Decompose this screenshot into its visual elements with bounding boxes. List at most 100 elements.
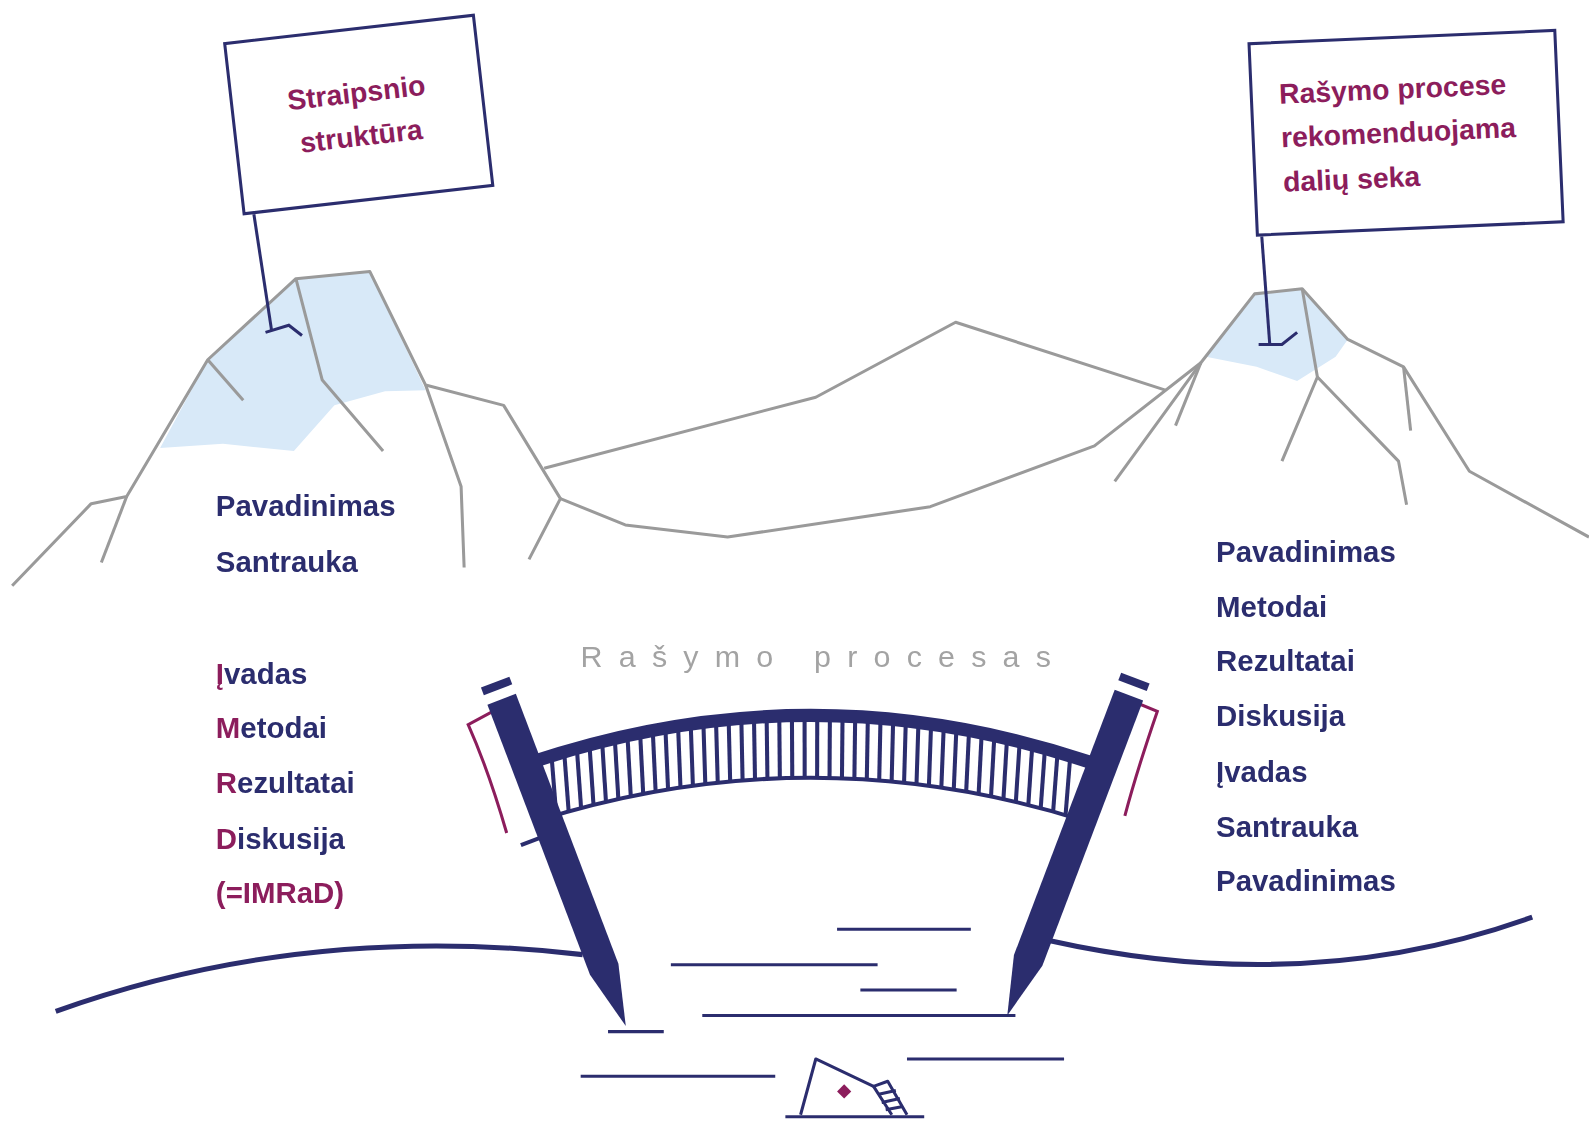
mountain-ridge <box>208 360 243 401</box>
mountain-ridge <box>101 497 126 563</box>
river-bank <box>56 946 583 1011</box>
water-line <box>860 989 956 992</box>
railing-bar <box>1053 752 1057 812</box>
railing-bar <box>777 716 782 778</box>
flag-pole <box>1262 235 1270 344</box>
water-line <box>785 1115 924 1118</box>
railing-bar <box>589 745 593 805</box>
ground <box>56 917 1533 1011</box>
flag-pole-foot <box>1259 332 1298 344</box>
railing-bar <box>916 722 918 784</box>
railing-bar <box>1028 745 1032 805</box>
mountain-outline <box>560 363 1200 537</box>
section-name: Rezultatai <box>216 767 355 800</box>
railing-bar <box>828 716 832 778</box>
railing-bar <box>754 717 755 779</box>
snow-cap <box>1206 289 1348 381</box>
pencil-body <box>487 694 640 1032</box>
mountain-ridge <box>426 385 465 567</box>
section-name: (=IMRaD) <box>216 877 344 910</box>
railing-bar <box>729 719 730 781</box>
process-caption: Rašymo procesas <box>581 639 1068 673</box>
railing-bar <box>941 726 943 788</box>
pencil-cap <box>1118 673 1149 691</box>
mountains <box>12 272 1589 586</box>
railing-bar <box>966 731 969 792</box>
flag-pole <box>253 211 271 331</box>
pencil <box>481 677 640 1032</box>
railing-bar <box>867 717 868 779</box>
railing-bar <box>991 736 994 797</box>
water-line <box>837 928 971 931</box>
mountain-outline <box>12 272 560 586</box>
bridge <box>521 715 1090 845</box>
snow-cap <box>160 272 426 451</box>
mountain-ridge <box>1317 377 1406 505</box>
mountain-ridge <box>1282 289 1317 461</box>
section-name: Metodai <box>216 712 327 745</box>
section-name: Metodai <box>1216 590 1327 623</box>
railing-bar <box>741 718 742 780</box>
railing-bar <box>765 717 770 779</box>
mountain-ridge <box>1404 367 1411 431</box>
snow-caps <box>160 272 1348 451</box>
boat-outline <box>801 1059 907 1115</box>
railing-bar <box>815 715 819 777</box>
railing-bar <box>577 748 581 808</box>
section-name: Pavadinimas <box>1216 536 1396 569</box>
railing-bar <box>803 715 807 777</box>
railing-bar <box>678 726 680 788</box>
railing-bar <box>1016 742 1020 802</box>
boat-diamond <box>837 1084 851 1098</box>
railing-bar <box>979 733 982 794</box>
section-name: Santrauka <box>216 546 358 579</box>
section-name: Pavadinimas <box>216 490 396 523</box>
railing-bar <box>790 716 794 778</box>
section-name: Diskusija <box>216 822 345 855</box>
railing-bar <box>716 721 718 783</box>
mountain-ridge <box>296 279 383 451</box>
boat-stripes <box>874 1086 903 1114</box>
flag-title: Straipsnio struktūra <box>261 60 456 168</box>
railing-bar <box>892 720 893 782</box>
railing-bar <box>653 730 656 791</box>
water-line <box>581 1075 776 1078</box>
railing-bar <box>615 738 619 799</box>
bridge-deck <box>532 715 1089 762</box>
flag-box: Rašymo procese rekomenduojama dalių seka <box>1247 29 1564 237</box>
section-name: Įvadas <box>1216 755 1308 788</box>
railing-bar <box>640 733 643 794</box>
river-bank <box>1049 917 1532 964</box>
railing-bar <box>564 752 568 812</box>
water-line <box>702 1014 1015 1017</box>
railing-bar <box>929 724 931 786</box>
mountain-outline <box>1115 289 1589 537</box>
pencil-cap <box>481 677 512 695</box>
railing-bar <box>852 717 857 779</box>
railing-bar <box>1041 748 1045 808</box>
section-name: Pavadinimas <box>1216 865 1396 898</box>
water-line <box>907 1057 1064 1060</box>
water <box>581 929 1064 1116</box>
water-line <box>608 1030 664 1033</box>
water-line <box>671 963 878 966</box>
railing-bar <box>879 718 880 780</box>
section-name: Rezultatai <box>1216 645 1355 678</box>
railing-bar <box>602 742 606 802</box>
railing-bar <box>691 724 693 786</box>
railing-bar <box>627 736 630 797</box>
flag-pole-foot <box>266 325 302 335</box>
mountain-outline <box>544 322 1165 468</box>
pencil <box>993 673 1150 1021</box>
flag-box: Straipsnio struktūra <box>223 14 494 216</box>
railing-bar <box>703 722 705 784</box>
bridge-rail <box>537 778 1084 821</box>
section-name: Diskusija <box>1216 700 1345 733</box>
section-name: Santrauka <box>1216 810 1358 843</box>
railing-bar <box>954 728 957 789</box>
section-name: Įvadas <box>216 657 308 690</box>
flag-title: Rašymo procese rekomenduojama dalių seka <box>1278 60 1560 204</box>
railing-bar <box>1003 739 1007 800</box>
pencil-brackets <box>468 699 1157 833</box>
